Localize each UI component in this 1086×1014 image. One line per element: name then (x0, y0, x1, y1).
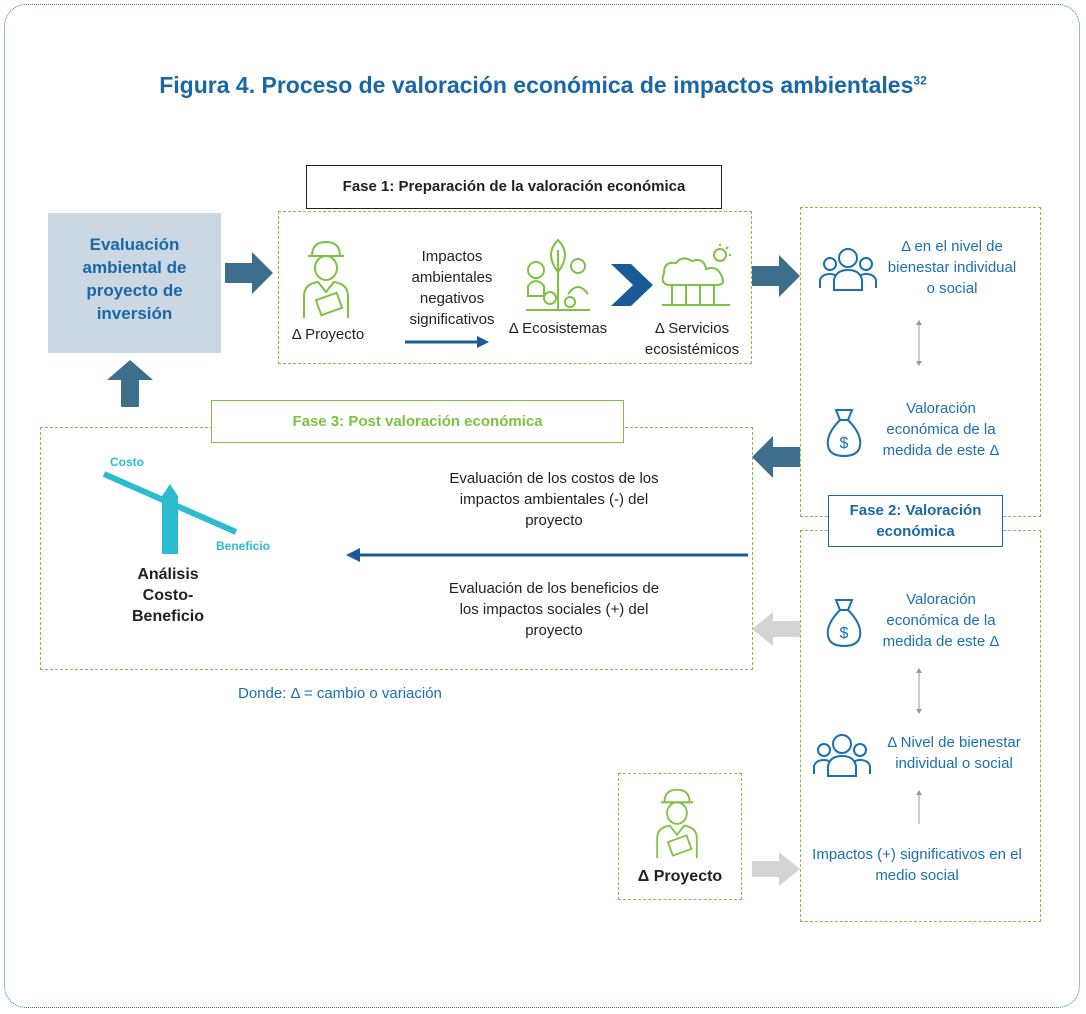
balance-icon (102, 471, 238, 554)
phase3-label: Fase 3: Post valoración económica (211, 400, 624, 443)
arrow-left-phase3 (346, 548, 748, 562)
arrow-impactos (405, 336, 489, 348)
eval-beneficios: Evaluación de los beneficios de los impa… (448, 580, 660, 639)
arrow-grey-phase3 (752, 612, 800, 646)
chevron-right-icon (611, 264, 653, 306)
svg-text:$: $ (840, 435, 849, 452)
eval-costos: Evaluación de los costos de los impactos… (449, 470, 659, 529)
arrow-to-right (752, 255, 800, 297)
figure-title: Figura 4. Proceso de valoración económic… (159, 72, 927, 98)
people-icon (813, 734, 871, 777)
phase2-impactos: Impactos (+) significativos en el medio … (812, 846, 1022, 884)
phase1-container (278, 211, 752, 364)
ecosystem-icon (526, 238, 590, 311)
double-arrow-phase2 (916, 668, 922, 714)
svg-text:$: $ (840, 625, 849, 642)
phase1-proyecto: Δ Proyecto (291, 326, 365, 343)
phase1-servicios: Δ Servicios ecosistémicos (644, 320, 740, 358)
people-icon (819, 248, 877, 291)
phase2-label: Fase 2: Valoración económica (828, 495, 1003, 547)
money-bag-icon: $ (826, 599, 862, 648)
phase1-impactos: Impactos ambientales negativos significa… (409, 248, 495, 328)
phase2-bienestar: Δ Nivel de bienestar individual o social (887, 734, 1021, 772)
worker-icon (303, 240, 349, 318)
outer-frame (4, 4, 1080, 1008)
forest-icon (661, 244, 731, 306)
worker-icon (656, 788, 698, 859)
beneficio-label: Beneficio (216, 539, 271, 553)
arrow-up-eval (107, 360, 153, 407)
proyecto-bottom-label: Δ Proyecto (637, 868, 723, 885)
double-arrow-right-top (916, 320, 922, 366)
arrow-to-phase1 (225, 252, 273, 294)
money-bag-icon: $ (826, 409, 862, 458)
right-bienestar: Δ en el nivel de bienestar individual o … (887, 238, 1017, 297)
costo-label: Costo (110, 455, 144, 469)
right-valoracion: Valoración económica de la medida de est… (882, 400, 1000, 459)
evaluation-box: Evaluación ambiental de proyecto de inve… (48, 213, 221, 353)
phase1-ecosistemas: Δ Ecosistemas (508, 320, 608, 337)
legend: Donde: Δ = cambio o variación (238, 685, 442, 702)
arrow-grey-bottom (752, 852, 800, 886)
analisis-label: Análisis Costo-Beneficio (131, 566, 204, 625)
arrow-up-phase2 (916, 790, 922, 824)
arrow-to-phase3 (752, 436, 800, 478)
proyecto-bottom-box (618, 773, 742, 900)
phase2-valoracion: Valoración económica de la medida de est… (882, 591, 1000, 650)
phase1-label: Fase 1: Preparación de la valoración eco… (306, 165, 722, 209)
